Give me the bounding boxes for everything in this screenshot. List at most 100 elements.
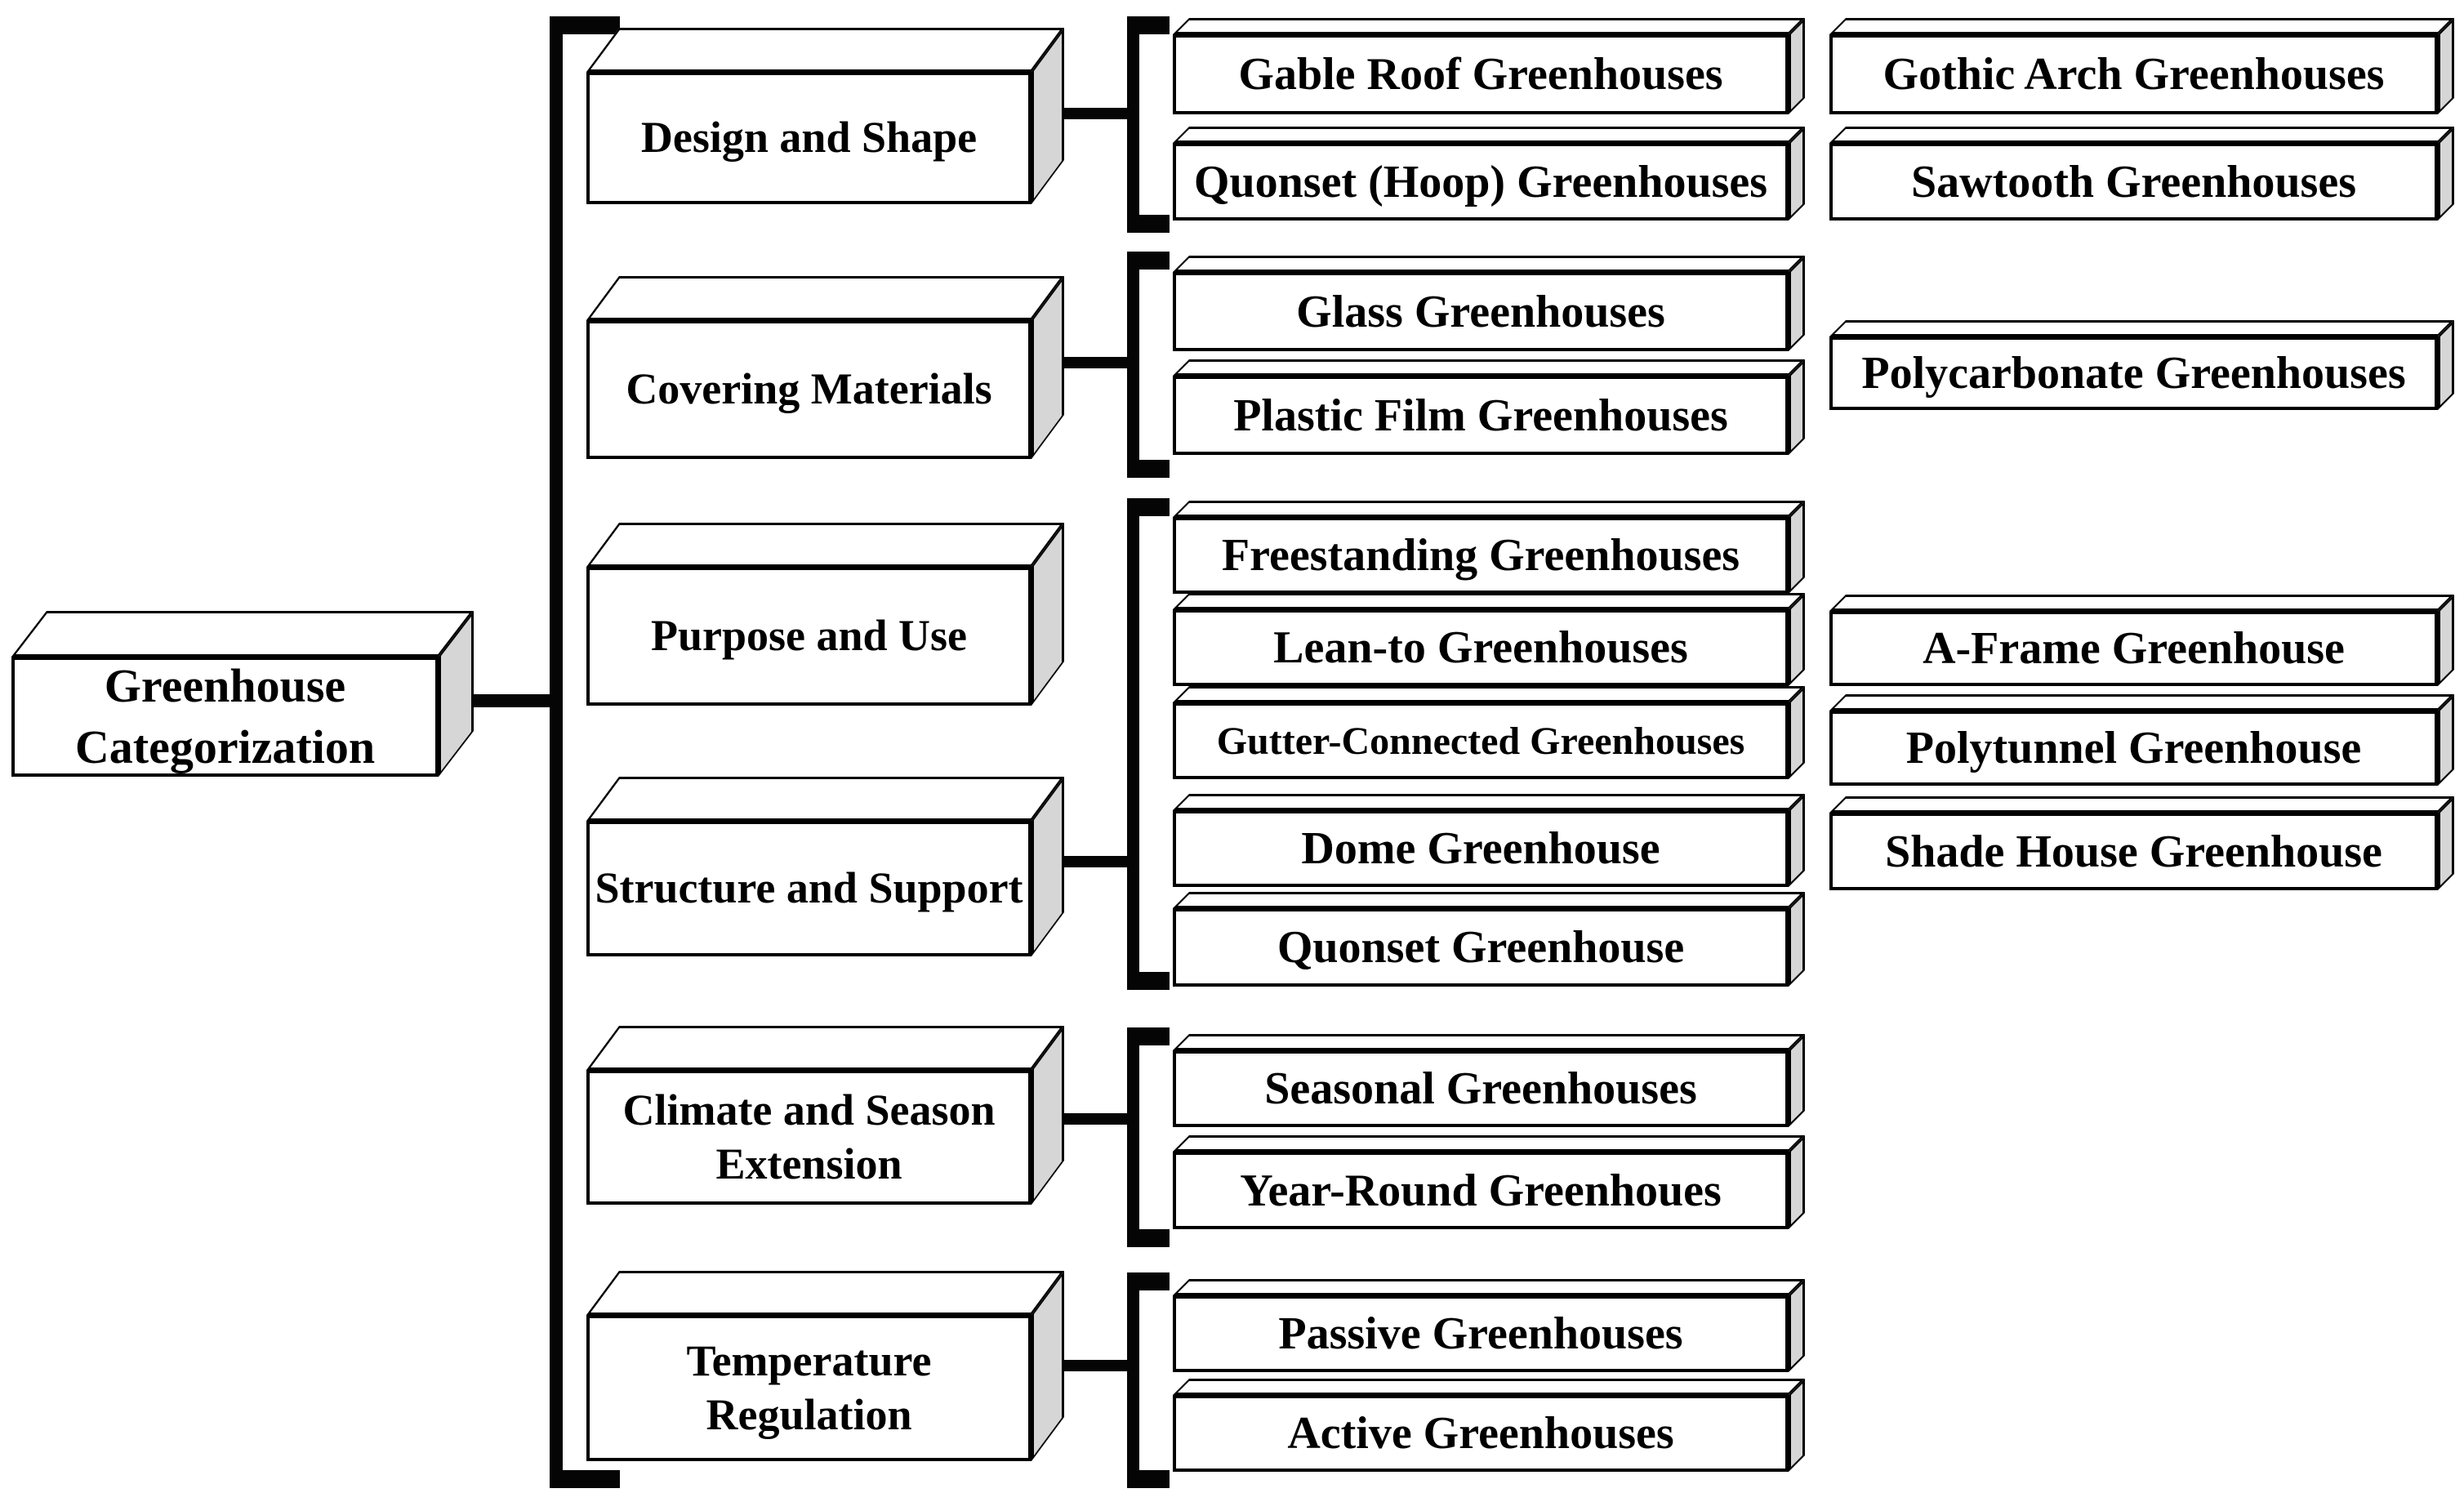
- leaf-label: Gutter-Connected Greenhouses: [1173, 702, 1789, 779]
- leaf-box-seasonal-greenhouses: Seasonal Greenhouses: [1173, 1034, 1805, 1127]
- leaf-label: Sawtooth Greenhouses: [1829, 143, 2438, 221]
- leaf-top-face: [1173, 593, 1805, 609]
- leaf-top-face: [1173, 794, 1805, 810]
- leaf-top-face: [1173, 1034, 1805, 1050]
- bracket-covering-materials-top-cap: [1127, 252, 1170, 270]
- connector-temperature-regulation: [1064, 1360, 1130, 1371]
- leaf-top-face: [1829, 595, 2454, 611]
- bracket-covering-materials-bottom-cap: [1127, 460, 1170, 478]
- leaf-box-polycarbonate-greenhouses: Polycarbonate Greenhouses: [1829, 320, 2454, 410]
- root-box-label: Greenhouse Categorization: [11, 657, 439, 777]
- bracket-structure-and-support: [1127, 498, 1139, 990]
- main-spine-bottom-cap: [550, 1470, 620, 1488]
- leaf-top-face: [1173, 127, 1805, 143]
- leaf-box-year-round-greenhouses: Year-Round Greenhoues: [1173, 1135, 1805, 1229]
- leaf-side-face: [1789, 359, 1805, 455]
- leaf-label: Lean-to Greenhouses: [1173, 609, 1789, 686]
- bracket-design-and-shape-top-cap: [1127, 16, 1170, 34]
- leaf-label: Gable Roof Greenhouses: [1173, 34, 1789, 114]
- connector-covering-materials: [1064, 357, 1130, 368]
- leaf-top-face: [1173, 501, 1805, 517]
- leaf-side-face: [1789, 686, 1805, 779]
- leaf-box-sawtooth-greenhouses: Sawtooth Greenhouses: [1829, 127, 2454, 221]
- category-box-climate-and-season-extension: Climate and Season Extension: [586, 1025, 1064, 1205]
- category-box-covering-materials: Covering Materials: [586, 275, 1064, 459]
- main-spine-top-cap: [550, 16, 620, 34]
- leaf-side-face: [1789, 501, 1805, 594]
- leaf-side-face: [1789, 892, 1805, 987]
- bracket-temperature-regulation-top-cap: [1127, 1272, 1170, 1290]
- leaf-side-face: [1789, 256, 1805, 351]
- leaf-top-face: [1173, 1279, 1805, 1295]
- leaf-box-plastic-film-greenhouses: Plastic Film Greenhouses: [1173, 359, 1805, 455]
- leaf-box-quonset-hoop-greenhouses: Quonset (Hoop) Greenhouses: [1173, 127, 1805, 221]
- leaf-label: Glass Greenhouses: [1173, 272, 1789, 351]
- category-box-design-and-shape: Design and Shape: [586, 27, 1064, 205]
- leaf-box-gutter-connected-greenhouses: Gutter-Connected Greenhouses: [1173, 686, 1805, 779]
- leaf-top-face: [1173, 686, 1805, 702]
- leaf-label: Shade House Greenhouse: [1829, 813, 2438, 890]
- leaf-box-active-greenhouses: Active Greenhouses: [1173, 1379, 1805, 1472]
- leaf-side-face: [1789, 794, 1805, 887]
- leaf-top-face: [1173, 359, 1805, 376]
- category-top-face: [586, 1026, 1064, 1070]
- leaf-label: Quonset Greenhouse: [1173, 908, 1789, 987]
- bracket-temperature-regulation-bottom-cap: [1127, 1470, 1170, 1488]
- category-label: Design and Shape: [586, 72, 1031, 204]
- leaf-top-face: [1173, 1379, 1805, 1395]
- category-label: Climate and Season Extension: [586, 1070, 1031, 1205]
- connector-climate-and-season: [1064, 1113, 1130, 1125]
- leaf-label: Seasonal Greenhouses: [1173, 1050, 1789, 1127]
- leaf-top-face: [1829, 18, 2454, 34]
- leaf-box-shade-house-greenhouse: Shade House Greenhouse: [1829, 796, 2454, 890]
- category-label: Purpose and Use: [586, 567, 1031, 706]
- bracket-structure-and-support-top-cap: [1127, 498, 1170, 516]
- bracket-design-and-shape: [1127, 16, 1139, 233]
- root-box-top-face: [11, 611, 474, 657]
- root-box: Greenhouse Categorization: [11, 610, 474, 777]
- leaf-top-face: [1173, 1135, 1805, 1152]
- category-top-face: [586, 1271, 1064, 1315]
- connector-structure-and-support: [1064, 856, 1130, 867]
- category-top-face: [586, 28, 1064, 72]
- leaf-box-quonset-greenhouse: Quonset Greenhouse: [1173, 892, 1805, 987]
- leaf-label: Polycarbonate Greenhouses: [1829, 336, 2438, 410]
- bracket-temperature-regulation: [1127, 1272, 1139, 1488]
- leaf-box-a-frame-greenhouse: A-Frame Greenhouse: [1829, 595, 2454, 686]
- leaf-label: Year-Round Greenhoues: [1173, 1152, 1789, 1229]
- bracket-design-and-shape-bottom-cap: [1127, 215, 1170, 233]
- category-top-face: [586, 523, 1064, 567]
- bracket-climate-and-season-top-cap: [1127, 1027, 1170, 1045]
- leaf-top-face: [1829, 694, 2454, 711]
- leaf-top-face: [1829, 127, 2454, 143]
- category-label: Covering Materials: [586, 320, 1031, 459]
- leaf-side-face: [2438, 595, 2454, 686]
- connector-design-and-shape: [1064, 108, 1130, 119]
- leaf-side-face: [2438, 320, 2454, 410]
- leaf-side-face: [1789, 1379, 1805, 1472]
- leaf-box-gable-roof-greenhouses: Gable Roof Greenhouses: [1173, 18, 1805, 114]
- leaf-side-face: [1789, 1135, 1805, 1229]
- leaf-box-passive-greenhouses: Passive Greenhouses: [1173, 1279, 1805, 1372]
- leaf-box-polytunnel-greenhouse: Polytunnel Greenhouse: [1829, 694, 2454, 786]
- bracket-covering-materials: [1127, 252, 1139, 478]
- leaf-label: Polytunnel Greenhouse: [1829, 711, 2438, 786]
- bracket-climate-and-season: [1127, 1027, 1139, 1247]
- leaf-side-face: [1789, 593, 1805, 686]
- leaf-side-face: [1789, 127, 1805, 221]
- leaf-label: Active Greenhouses: [1173, 1395, 1789, 1472]
- leaf-side-face: [2438, 694, 2454, 786]
- leaf-label: Plastic Film Greenhouses: [1173, 376, 1789, 455]
- bracket-structure-and-support-bottom-cap: [1127, 972, 1170, 990]
- leaf-box-dome-greenhouse: Dome Greenhouse: [1173, 794, 1805, 887]
- leaf-label: Freestanding Greenhouses: [1173, 517, 1789, 594]
- leaf-side-face: [1789, 18, 1805, 114]
- leaf-top-face: [1173, 18, 1805, 34]
- leaf-box-lean-to-greenhouses: Lean-to Greenhouses: [1173, 593, 1805, 686]
- leaf-side-face: [1789, 1034, 1805, 1127]
- leaf-top-face: [1173, 892, 1805, 908]
- leaf-box-freestanding-greenhouses: Freestanding Greenhouses: [1173, 501, 1805, 594]
- category-label: Temperature Regulation: [586, 1315, 1031, 1461]
- leaf-box-glass-greenhouses: Glass Greenhouses: [1173, 256, 1805, 351]
